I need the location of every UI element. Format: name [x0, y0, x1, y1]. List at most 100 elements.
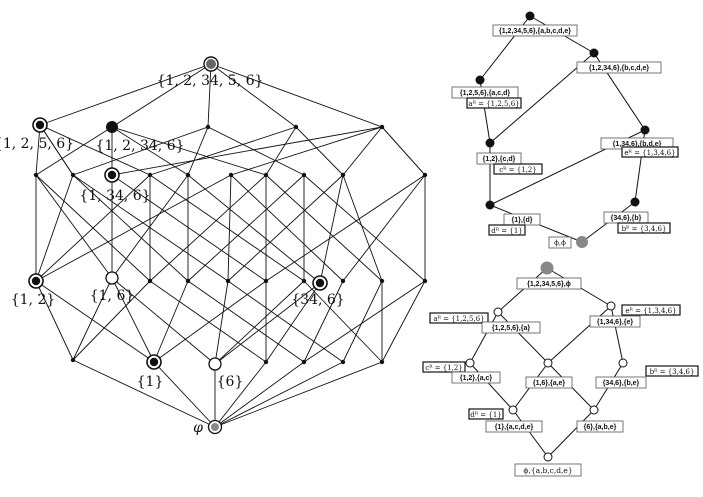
br-ann-r1: eᴿ = {1,3,4,6} [625, 307, 676, 315]
lattice-node [225, 278, 231, 284]
lattice-node [422, 278, 428, 284]
br-node [589, 405, 599, 415]
left-lattice: {1, 2, 34, 5, 6} {1, 2, 5, 6} {1, 2, 34,… [0, 56, 428, 436]
tr-ann-d: eᴿ = {1,3,4,6} [624, 149, 675, 157]
label-6: {6} [217, 374, 244, 390]
lattice-node [70, 357, 76, 363]
br-node [493, 307, 503, 317]
lattice-node [147, 278, 153, 284]
lattice-node [301, 359, 307, 365]
br-label-r3: {6},{a,b,e} [584, 424, 617, 431]
br-node-top [540, 261, 554, 275]
br-label-r1: {1,34,6},{e} [597, 319, 633, 326]
lattice-node [70, 172, 76, 178]
tr-node [630, 197, 640, 207]
lattice-node [301, 278, 307, 284]
left-lattice-labels: {1, 2, 34, 5, 6} {1, 2, 5, 6} {1, 2, 34,… [0, 73, 345, 436]
left-lattice-nodes [28, 56, 428, 435]
top-right-edges [479, 15, 646, 243]
node-1256 [32, 117, 48, 133]
bottom-node [207, 419, 223, 435]
br-node [618, 358, 628, 368]
tr-node-bottom [576, 236, 588, 248]
br-ann-r2: bᴿ = {3,4,6} [650, 368, 695, 376]
top-right-labels: {1,2,34,5,6},{a,b,c,d,e} {1,2,34,6},{b,c… [451, 24, 679, 249]
br-label-bottom: ϕ,{a,b,c,d,e} [523, 466, 572, 475]
tr-node [475, 75, 485, 85]
tr-node [485, 138, 495, 148]
br-ann-l1: aᴿ = {1,2,5,6} [433, 315, 484, 323]
tr-label-a: {1,2,34,5,6},{a,b,c,d,e} [499, 28, 571, 35]
tr-label-c: {1,2,5,6},{a,c,d} [460, 90, 510, 97]
tr-node [525, 11, 535, 21]
tr-node [589, 48, 599, 58]
label-1256: {1, 2, 5, 6} [0, 136, 74, 152]
br-label-l3: {1},{a,c,d,e} [495, 424, 534, 431]
node-6 [208, 357, 222, 371]
lattice-node [340, 172, 346, 178]
lattice-node [185, 172, 191, 178]
tr-node [485, 200, 495, 210]
lattice-node [301, 172, 307, 178]
br-ann-l2: cᴿ = {1,2} [425, 364, 463, 372]
label-1346: {1, 34, 6} [79, 188, 150, 204]
label-16: {1, 6} [90, 288, 135, 304]
br-node [606, 301, 616, 311]
br-label-l2: {1,2},{a,c} [460, 375, 493, 382]
lattice-node [205, 124, 211, 130]
tr-ann-g: bᴿ = {3,4,6} [622, 225, 667, 233]
br-node-bottom [543, 452, 553, 462]
node-12 [28, 273, 44, 289]
br-node [508, 405, 518, 415]
label-top: {1, 2, 34, 5, 6} [157, 73, 264, 89]
bottom-right-labels: {1,2,34,5,6},ϕ aᴿ = {1,2,5,6} {1,2,5,6},… [422, 277, 699, 477]
node-1346 [104, 167, 120, 183]
tr-node [640, 125, 650, 135]
lattice-node [33, 172, 39, 178]
label-12: {1, 2} [11, 292, 56, 308]
top-right-diagram: {1,2,34,5,6},{a,b,c,d,e} {1,2,34,6},{b,c… [451, 11, 679, 249]
lattice-node [228, 172, 234, 178]
lattice-node [263, 278, 269, 284]
br-label-m2: {1,6},{a,e} [533, 380, 566, 387]
tr-label-h: ϕ,ϕ [554, 239, 566, 247]
tr-ann-e: cᴿ = {1,2} [499, 166, 537, 174]
bottom-right-nodes [465, 261, 628, 462]
left-lattice-edges [35, 63, 426, 428]
br-label-l1: {1,2,5,6},{a} [492, 325, 530, 332]
top-right-nodes [475, 11, 650, 248]
label-1: {1} [137, 374, 164, 390]
lattice-node [422, 172, 428, 178]
lattice-node [263, 172, 269, 178]
top-node [203, 56, 219, 72]
lattice-node [379, 359, 385, 365]
br-node [465, 358, 475, 368]
node-16 [105, 271, 119, 285]
lattice-node [263, 359, 269, 365]
br-node [543, 358, 553, 368]
lattice-node [340, 359, 346, 365]
label-346: {34, 6} [291, 292, 344, 308]
lattice-node [379, 124, 385, 130]
node-12346 [106, 121, 118, 133]
tr-ann-c: aᴿ = {1,2,5,6} [468, 100, 519, 108]
label-bottom: φ [193, 420, 203, 436]
tr-label-e: {1,2},{c,d} [483, 156, 516, 163]
bottom-right-diagram: {1,2,34,5,6},ϕ aᴿ = {1,2,5,6} {1,2,5,6},… [422, 261, 699, 477]
label-12346: {1, 2, 34, 6} [95, 138, 184, 154]
tr-ann-f: dᴿ = {1} [491, 227, 522, 235]
node-1 [146, 354, 162, 370]
tr-label-f: {1},{d} [511, 217, 532, 224]
lattice-node [185, 278, 191, 284]
lattice-node [293, 124, 299, 130]
br-label-r2: {34,6},{b,e} [603, 380, 640, 387]
lattice-node [147, 172, 153, 178]
tr-label-d: {1,34,6},{b,d,e} [613, 141, 662, 148]
br-ann-l3: dᴿ = {1} [470, 411, 501, 419]
tr-label-g: {34,6},{b} [611, 215, 642, 222]
bottom-right-edges [469, 267, 624, 458]
lattice-node [340, 278, 346, 284]
lattice-node [379, 278, 385, 284]
br-label-top: {1,2,34,5,6},ϕ [527, 281, 571, 288]
